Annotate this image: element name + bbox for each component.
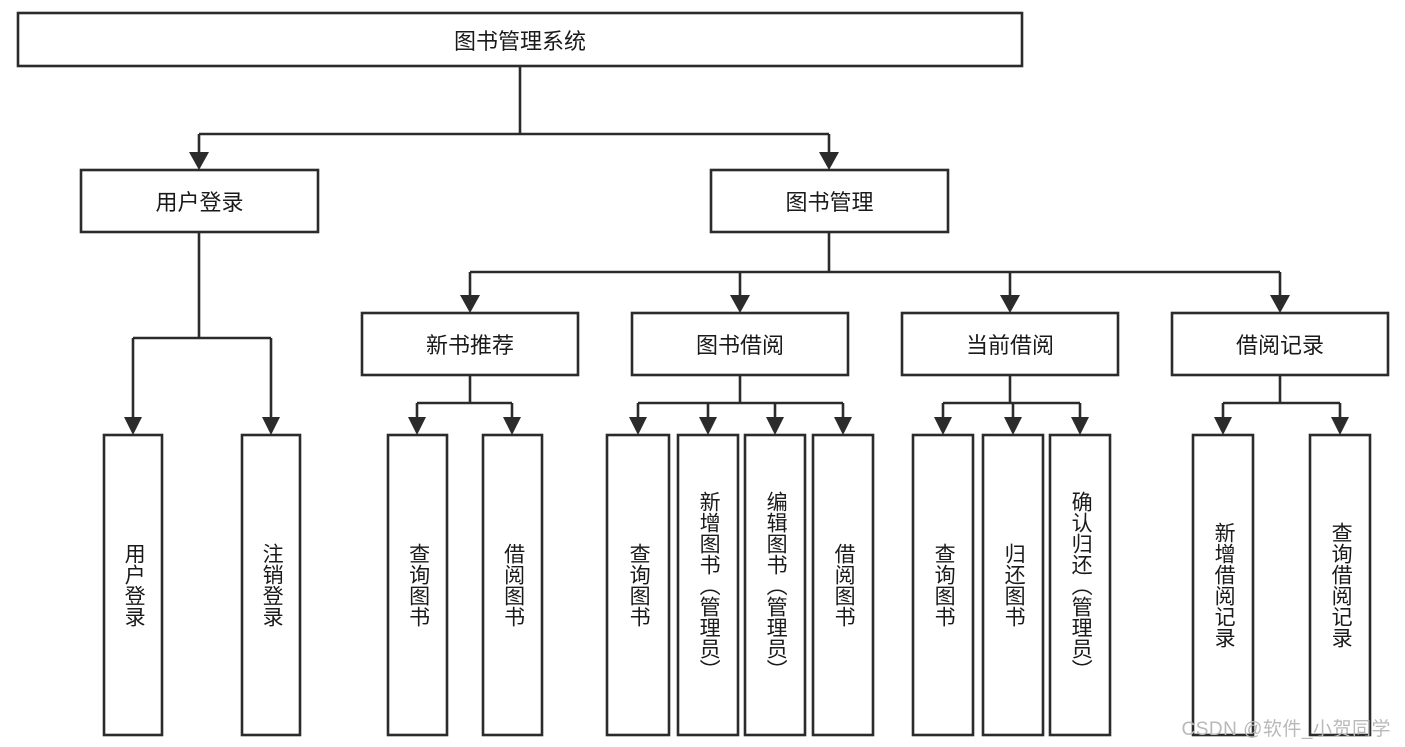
connector-userlogin-to-leaves [124,232,280,435]
node-level3-3[interactable] [1170,311,1390,377]
node-leaf-2[interactable] [386,433,449,737]
node-leaf-12[interactable] [1308,433,1372,737]
node-leaf-7[interactable] [811,433,875,737]
node-leaf-8[interactable] [911,433,975,737]
node-leaf-0[interactable] [102,433,164,737]
connector-records-to-leaves [1214,375,1349,435]
connector-newbook-to-leaves [408,375,521,435]
node-leaf-3[interactable] [481,433,544,737]
connector-borrow-to-leaves [629,375,852,435]
node-root[interactable] [16,11,1024,68]
connector-current-to-leaves [934,375,1089,435]
node-leaf-11[interactable] [1191,433,1255,737]
connector-bookmgmt-to-level3 [460,232,1290,313]
node-level3-0[interactable] [360,311,580,377]
node-leaf-10[interactable] [1048,433,1112,737]
connector-root-to-level2 [189,66,839,170]
node-leaf-4[interactable] [605,433,671,737]
node-leaf-6[interactable] [743,433,807,737]
node-leaf-5[interactable] [676,433,740,737]
node-leaf-1[interactable] [240,433,302,737]
node-level2-1[interactable] [709,168,950,234]
node-leaf-9[interactable] [981,433,1045,737]
node-level2-0[interactable] [79,168,320,234]
node-level3-1[interactable] [630,311,850,377]
csdn-watermark: CSDN @软件_小贺同学 [1181,719,1391,740]
node-level3-2[interactable] [900,311,1120,377]
